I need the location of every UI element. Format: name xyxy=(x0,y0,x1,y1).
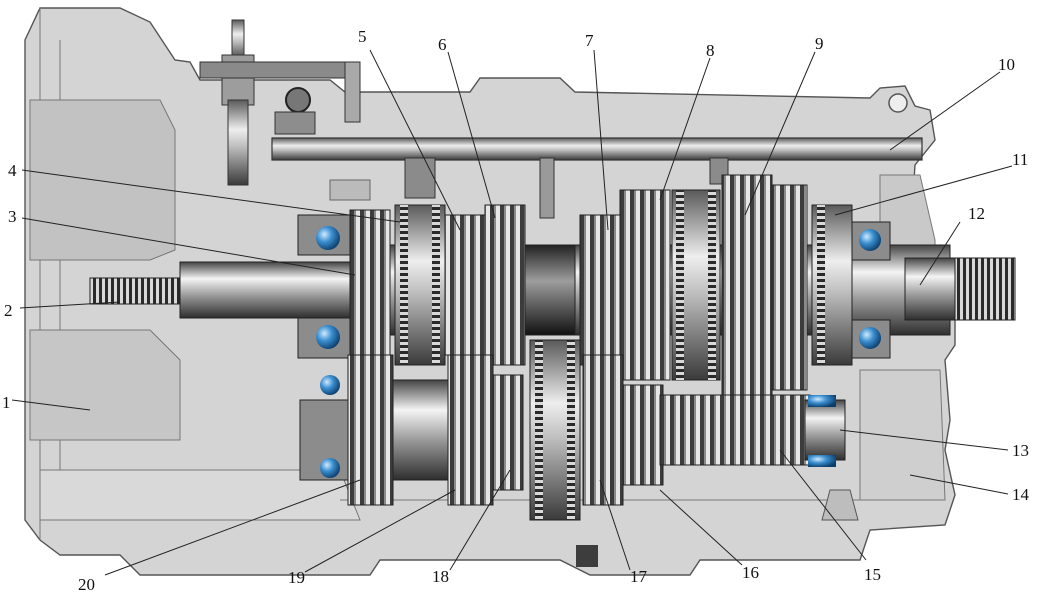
label-2: 2 xyxy=(4,301,13,320)
label-7: 7 xyxy=(585,31,594,50)
label-19: 19 xyxy=(288,568,305,587)
label-16: 16 xyxy=(742,563,759,582)
label-9: 9 xyxy=(815,34,824,53)
leader-lines xyxy=(11,49,1013,576)
input-bearing xyxy=(297,214,351,359)
label-1: 1 xyxy=(2,393,11,412)
label-18: 18 xyxy=(432,567,449,586)
label-5: 5 xyxy=(358,27,367,46)
label-15: 15 xyxy=(864,565,881,584)
label-17: 17 xyxy=(630,567,648,586)
upper-gears xyxy=(349,174,853,401)
label-3: 3 xyxy=(8,207,17,226)
callout-labels: 1 2 3 4 5 6 7 8 9 10 11 12 13 14 15 16 1… xyxy=(2,27,1030,594)
label-6: 6 xyxy=(438,35,447,54)
label-4: 4 xyxy=(8,161,17,180)
label-8: 8 xyxy=(706,41,715,60)
label-14: 14 xyxy=(1012,485,1030,504)
label-11: 11 xyxy=(1012,150,1028,169)
label-20: 20 xyxy=(78,575,95,594)
shift-mechanism xyxy=(199,19,923,219)
label-10: 10 xyxy=(998,55,1015,74)
label-12: 12 xyxy=(968,204,985,223)
countershaft xyxy=(299,339,846,521)
label-13: 13 xyxy=(1012,441,1029,460)
output-bearing xyxy=(851,221,891,359)
